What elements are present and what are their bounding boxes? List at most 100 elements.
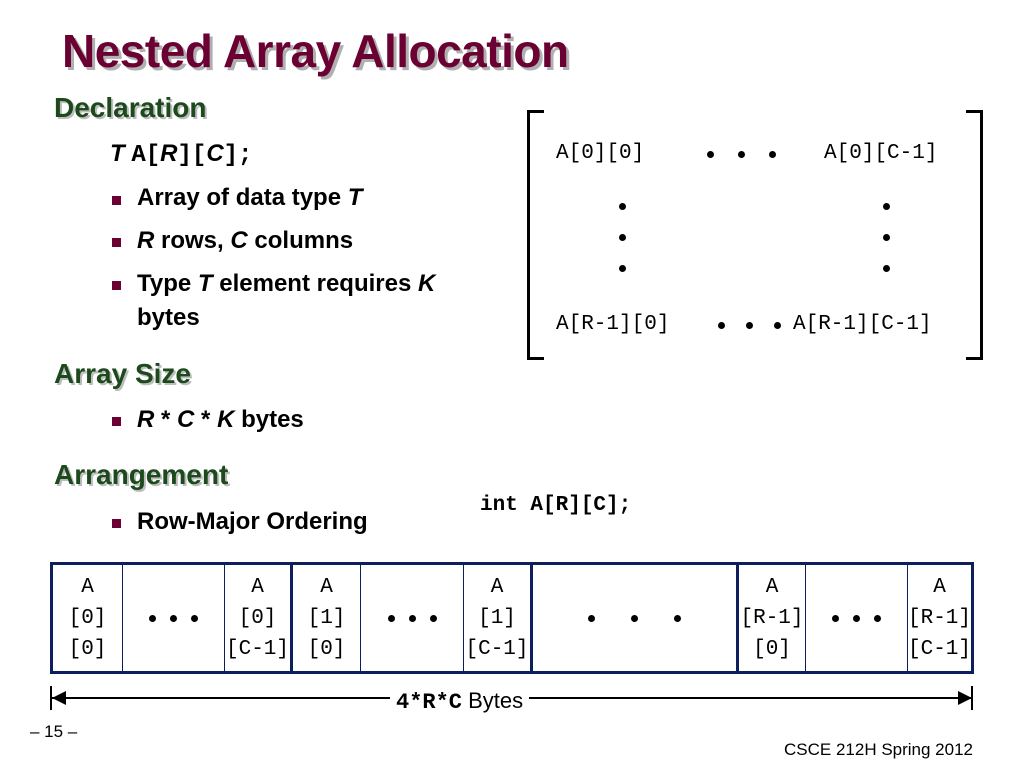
page-number: – 15 – xyxy=(30,722,78,741)
matrix-right-bracket xyxy=(966,110,983,360)
ellipsis-dot xyxy=(674,614,681,622)
bullet-icon xyxy=(112,196,121,205)
ellipsis-dot xyxy=(883,265,890,272)
cell-line: [C-1] xyxy=(908,637,972,661)
bullet-row-major: Row-Major Ordering xyxy=(137,508,368,535)
arrangement-code: int A[R][C]; xyxy=(480,494,632,517)
bullet-text: Type xyxy=(137,270,198,297)
matrix-diagram: A[0][0] A[0][C-1] A[R-1][0] A[R-1][C-1] xyxy=(527,110,983,360)
cell-line: [0] xyxy=(68,637,107,661)
cell-line: [0] xyxy=(238,606,277,630)
ellipsis-dot xyxy=(883,203,890,210)
matrix-left-bracket xyxy=(527,110,544,360)
bullet-italic: K xyxy=(217,406,235,433)
cell-line: A xyxy=(251,575,264,599)
cell-line: [0] xyxy=(68,606,107,630)
cell-line: A xyxy=(933,575,946,599)
ellipsis-dot xyxy=(170,614,177,622)
cell-line: [0] xyxy=(307,637,346,661)
arrow-tick-right xyxy=(971,686,973,710)
bullet-data-type: Array of data type T xyxy=(137,184,362,212)
memory-cell: A [1] [0] xyxy=(293,565,361,671)
ellipsis-dot xyxy=(853,614,860,622)
memory-cell: A [1] [C-1] xyxy=(464,565,533,671)
code-C: C xyxy=(206,140,224,167)
size-label: 4*R*C Bytes xyxy=(390,688,530,715)
ellipsis-dot xyxy=(883,234,890,241)
size-code: 4*R*C xyxy=(396,690,463,715)
bullet-icon xyxy=(112,238,121,247)
ellipsis-dot xyxy=(874,614,881,622)
matrix-bottom-right: A[R-1][C-1] xyxy=(793,313,932,336)
bullet-italic: R xyxy=(137,406,155,433)
bullet-italic: R xyxy=(137,227,155,254)
bullet-rows-columns: R rows, C columns xyxy=(137,227,353,255)
cell-line: [C-1] xyxy=(465,637,529,661)
cell-line: [C-1] xyxy=(225,637,289,661)
bullet-italic: C xyxy=(230,227,248,254)
memory-layout: A [0] [0] A [0] [C-1] A [1] [0] A [1] [C… xyxy=(50,562,974,674)
ellipsis-dot xyxy=(619,265,626,272)
ellipsis-dot xyxy=(746,322,753,329)
ellipsis-dot xyxy=(149,614,156,622)
matrix-bottom-left: A[R-1][0] xyxy=(556,313,670,336)
ellipsis-dot xyxy=(588,614,595,622)
ellipsis-dot xyxy=(707,151,714,158)
cell-line: [R-1] xyxy=(740,606,804,630)
arrow-tick-left xyxy=(50,686,52,710)
arrangement-heading: Arrangement xyxy=(54,459,229,490)
slide-title: Nested Array Allocation xyxy=(62,25,569,77)
ellipsis-dot xyxy=(429,614,437,622)
ellipsis-dot xyxy=(769,151,776,158)
bullet-array-size: R * C * K bytes xyxy=(137,406,304,434)
ellipsis-dot xyxy=(408,614,416,622)
cell-line: [1] xyxy=(307,606,346,630)
bullet-icon xyxy=(112,417,121,426)
bullet-text: * xyxy=(194,406,218,433)
memory-ellipsis xyxy=(123,565,225,671)
cell-line: A xyxy=(81,575,94,599)
code-mid: ][ xyxy=(177,142,207,169)
cell-line: A xyxy=(490,575,504,599)
memory-cell: A [0] [C-1] xyxy=(225,565,293,671)
ellipsis-dot xyxy=(619,234,626,241)
ellipsis-dot xyxy=(619,203,626,210)
ellipsis-dot xyxy=(387,614,395,622)
bullet-text: rows, xyxy=(154,227,231,254)
ellipsis-dot xyxy=(832,614,839,622)
matrix-top-right: A[0][C-1] xyxy=(824,142,938,165)
ellipsis-dot xyxy=(191,614,198,622)
arrow-right-icon xyxy=(958,691,972,705)
matrix-top-left: A[0][0] xyxy=(556,142,645,165)
ellipsis-dot xyxy=(774,322,781,329)
array-size-heading: Array Size xyxy=(54,358,191,389)
memory-ellipsis xyxy=(533,565,739,671)
ellipsis-dot xyxy=(631,614,638,622)
bullet-icon xyxy=(112,281,121,290)
memory-ellipsis xyxy=(806,565,908,671)
bullet-italic: C xyxy=(177,406,195,433)
memory-ellipsis xyxy=(361,565,464,671)
bullet-italic: T xyxy=(197,270,213,297)
declaration-code: T A[R][C]; xyxy=(110,140,252,169)
bullet-icon xyxy=(112,519,121,528)
ellipsis-dot xyxy=(738,151,745,158)
size-unit: Bytes xyxy=(462,688,524,713)
arrow-left-icon xyxy=(52,691,66,705)
bullet-italic: T xyxy=(347,184,363,211)
course-label: CSCE 212H Spring 2012 xyxy=(784,740,974,759)
type-T: T xyxy=(110,140,125,167)
bullet-text: Array of data type xyxy=(137,184,348,211)
cell-line: A xyxy=(765,575,779,599)
declaration-heading: Declaration xyxy=(54,92,207,123)
cell-line: A xyxy=(320,575,333,599)
code-A-open: A[ xyxy=(131,142,161,169)
bullet-element-size-cont: bytes xyxy=(137,304,200,331)
cell-line: [0] xyxy=(753,637,791,661)
cell-line: [1] xyxy=(478,606,516,630)
bullet-text: element requires xyxy=(212,270,418,297)
memory-cell: A [R-1] [C-1] xyxy=(908,565,971,671)
cell-line: [R-1] xyxy=(908,606,972,630)
bullet-text: * xyxy=(154,406,178,433)
code-end: ]; xyxy=(223,142,253,169)
